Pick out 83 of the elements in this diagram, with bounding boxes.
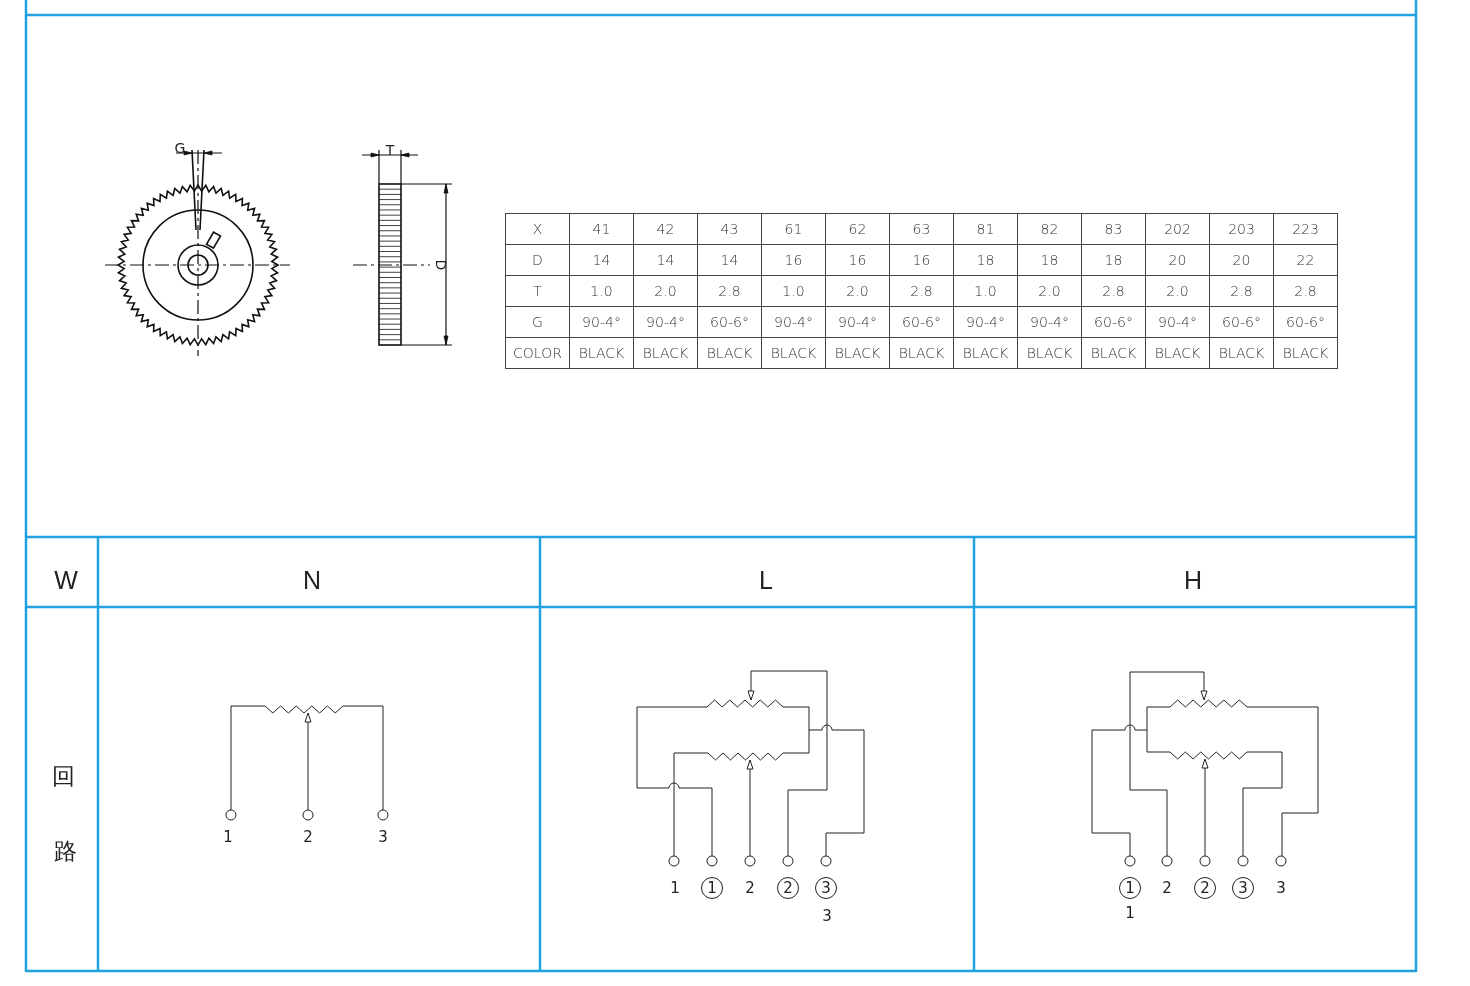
table-cell: 2.0 bbox=[826, 276, 890, 307]
table-cell: BLACK bbox=[762, 338, 826, 369]
column-header: L bbox=[759, 567, 773, 593]
table-cell: BLACK bbox=[1210, 338, 1274, 369]
table-cell: 2.8 bbox=[1082, 276, 1146, 307]
terminal-number: 3 bbox=[378, 829, 388, 845]
table-cell: T bbox=[506, 276, 570, 307]
table-cell: 60-6° bbox=[698, 307, 762, 338]
table-cell: 43 bbox=[698, 214, 762, 245]
table-cell: 60-6° bbox=[1082, 307, 1146, 338]
dimension-label: T bbox=[385, 143, 395, 157]
column-header: H bbox=[1183, 567, 1203, 593]
table-cell: 90-4° bbox=[1146, 307, 1210, 338]
table-cell: BLACK bbox=[1274, 338, 1338, 369]
table-cell: BLACK bbox=[954, 338, 1018, 369]
table-cell: 2.8 bbox=[1210, 276, 1274, 307]
table-cell: 18 bbox=[1018, 245, 1082, 276]
terminal-number: 3 bbox=[822, 908, 832, 924]
table-cell: BLACK bbox=[1018, 338, 1082, 369]
terminal-number: 2 bbox=[745, 880, 755, 896]
table-cell: 20 bbox=[1146, 245, 1210, 276]
dimension-label: D bbox=[434, 259, 448, 271]
table-cell: 16 bbox=[826, 245, 890, 276]
table-cell: 2.0 bbox=[634, 276, 698, 307]
table-cell: BLACK bbox=[890, 338, 954, 369]
table-cell: 81 bbox=[954, 214, 1018, 245]
table-cell: G bbox=[506, 307, 570, 338]
table-cell: 223 bbox=[1274, 214, 1338, 245]
row-header: 路 bbox=[53, 839, 77, 863]
table-cell: 62 bbox=[826, 214, 890, 245]
table-cell: 203 bbox=[1210, 214, 1274, 245]
table-cell: BLACK bbox=[570, 338, 634, 369]
table-cell: 1.0 bbox=[954, 276, 1018, 307]
terminal-number: 1 bbox=[1125, 905, 1135, 921]
table-cell: BLACK bbox=[1082, 338, 1146, 369]
table-cell: 14 bbox=[698, 245, 762, 276]
column-header: W bbox=[54, 567, 78, 593]
table-cell: 22 bbox=[1274, 245, 1338, 276]
table-cell: 60-6° bbox=[1210, 307, 1274, 338]
table-cell: 20 bbox=[1210, 245, 1274, 276]
table-cell: BLACK bbox=[826, 338, 890, 369]
table-cell: 14 bbox=[570, 245, 634, 276]
column-header: N bbox=[302, 567, 322, 593]
table-cell: 16 bbox=[890, 245, 954, 276]
table-cell: 90-4° bbox=[570, 307, 634, 338]
table-cell: 83 bbox=[1082, 214, 1146, 245]
table-cell: 18 bbox=[1082, 245, 1146, 276]
table-cell: 90-4° bbox=[1018, 307, 1082, 338]
terminal-number: 2 bbox=[303, 829, 313, 845]
table-cell: 90-4° bbox=[954, 307, 1018, 338]
table-cell: COLOR bbox=[506, 338, 570, 369]
table-cell: 2.0 bbox=[1018, 276, 1082, 307]
table-cell: BLACK bbox=[634, 338, 698, 369]
table-cell: D bbox=[506, 245, 570, 276]
table-cell: X bbox=[506, 214, 570, 245]
table-cell: 14 bbox=[634, 245, 698, 276]
table-cell: 60-6° bbox=[1274, 307, 1338, 338]
table-cell: 63 bbox=[890, 214, 954, 245]
table-cell: 82 bbox=[1018, 214, 1082, 245]
table-cell: 42 bbox=[634, 214, 698, 245]
table-cell: 90-4° bbox=[762, 307, 826, 338]
table-cell: 18 bbox=[954, 245, 1018, 276]
table-cell: 2.8 bbox=[1274, 276, 1338, 307]
table-cell: 61 bbox=[762, 214, 826, 245]
table-cell: 90-4° bbox=[826, 307, 890, 338]
table-cell: BLACK bbox=[698, 338, 762, 369]
terminal-number: 1 bbox=[670, 880, 680, 896]
table-cell: 202 bbox=[1146, 214, 1210, 245]
terminal-number: 3 bbox=[1276, 880, 1286, 896]
table-cell: 16 bbox=[762, 245, 826, 276]
table-cell: 60-6° bbox=[890, 307, 954, 338]
table-cell: 1.0 bbox=[570, 276, 634, 307]
terminal-number: 2 bbox=[1162, 880, 1172, 896]
table-cell: 90-4° bbox=[634, 307, 698, 338]
table-cell: 2.8 bbox=[698, 276, 762, 307]
row-header: 回 bbox=[51, 764, 75, 788]
table-cell: BLACK bbox=[1146, 338, 1210, 369]
table-cell: 2.8 bbox=[890, 276, 954, 307]
table-cell: 41 bbox=[570, 214, 634, 245]
dimension-label: G bbox=[174, 141, 186, 155]
table-cell: 2.0 bbox=[1146, 276, 1210, 307]
terminal-number: 1 bbox=[223, 829, 233, 845]
table-cell: 1.0 bbox=[762, 276, 826, 307]
